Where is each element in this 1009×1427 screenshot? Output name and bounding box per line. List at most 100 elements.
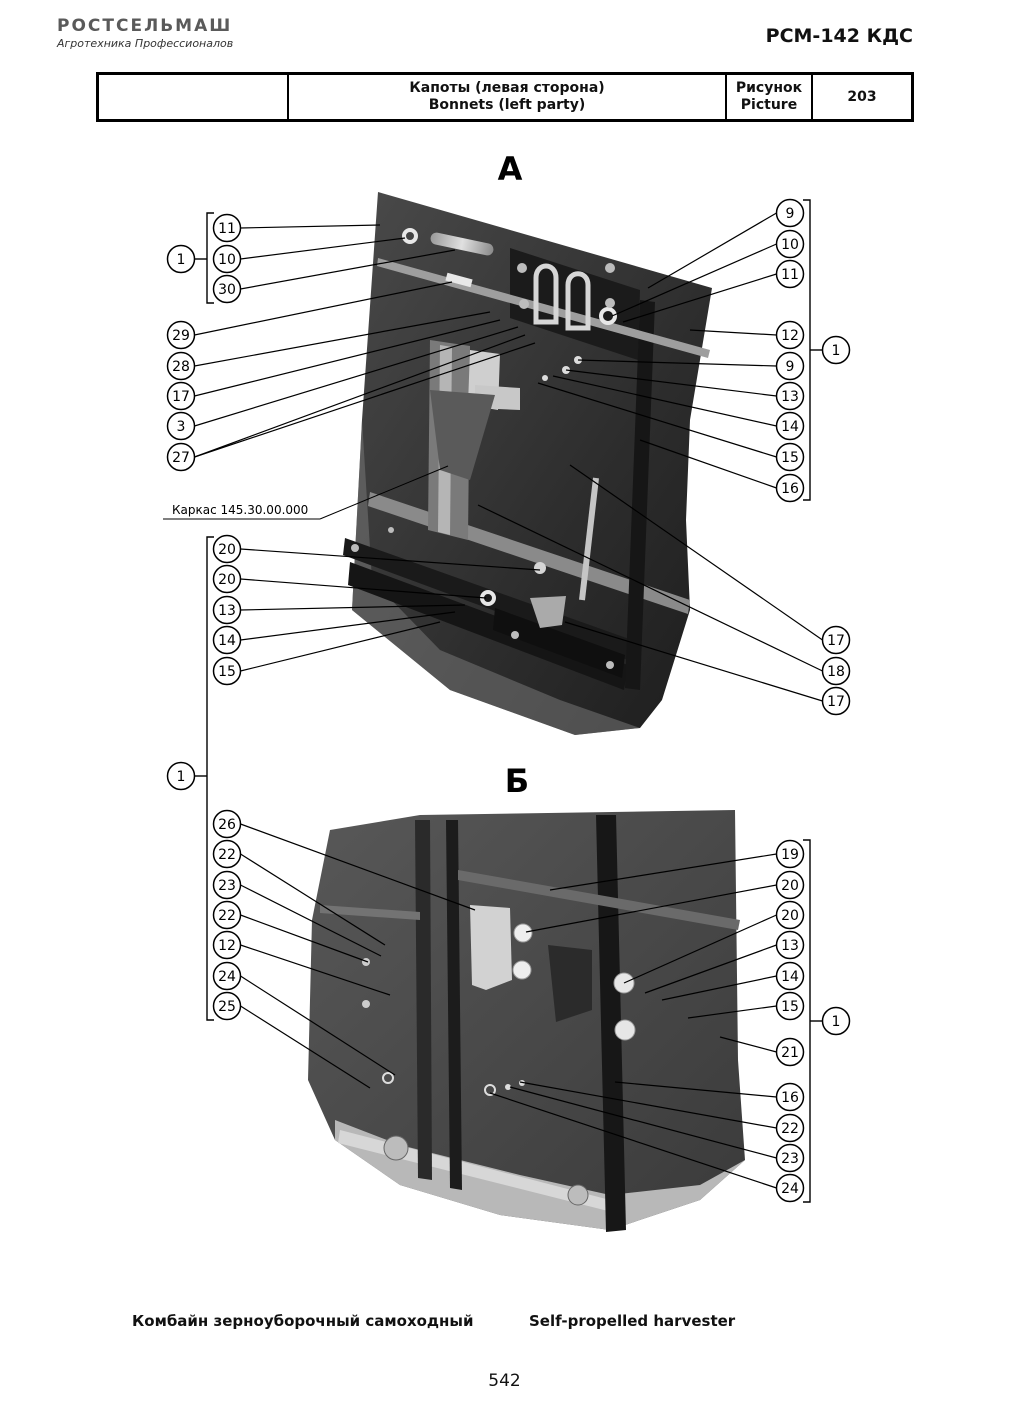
callout-label: 20 xyxy=(218,542,236,558)
footer-ru: Комбайн зерноуборочный самоходный xyxy=(132,1312,474,1330)
callout-label: 11 xyxy=(781,267,799,283)
callout-a-left-low: 13 xyxy=(212,595,242,625)
callout-label: 20 xyxy=(781,878,799,894)
callout-a-left-low: 20 xyxy=(212,564,242,594)
callout-a-left-top: 10 xyxy=(212,244,242,274)
callout-label: 27 xyxy=(172,450,190,466)
callout-label: 16 xyxy=(781,481,799,497)
callout-b-left: 22 xyxy=(212,839,242,869)
title-ru: Капоты (левая сторона) xyxy=(409,80,605,96)
callout-a-left-mid: 29 xyxy=(166,320,196,350)
callout-a-left-top: 11 xyxy=(212,213,242,243)
callout-label: 10 xyxy=(218,252,236,268)
callout-b-left: 23 xyxy=(212,870,242,900)
callout-label: 11 xyxy=(218,221,236,237)
callout-b-left: 24 xyxy=(212,961,242,991)
callout-b-right: 19 xyxy=(775,839,805,869)
figure-label-ru: Рисунок xyxy=(735,80,803,96)
callout-label: 28 xyxy=(172,359,190,375)
callout-label: 20 xyxy=(781,908,799,924)
figure-label-en: Picture xyxy=(740,97,798,113)
callout-b-left: 25 xyxy=(212,991,242,1021)
title-block: Капоты (левая сторона) Bonnets (left par… xyxy=(96,72,914,122)
callout-label: 22 xyxy=(781,1121,799,1137)
callout-label: 12 xyxy=(781,328,799,344)
callout-label: 10 xyxy=(781,237,799,253)
callout-label: 22 xyxy=(218,908,236,924)
callout-b-right: 16 xyxy=(775,1082,805,1112)
callout-label: 13 xyxy=(781,389,799,405)
callout-a-right: 12 xyxy=(775,320,805,350)
callout-b-right: 24 xyxy=(775,1173,805,1203)
brand-block: РОСТСЕЛЬМАШ Агротехника Профессионалов xyxy=(57,16,233,50)
callout-balloons: 1110302928173279101112913141516202013141… xyxy=(166,198,851,1203)
callout-label: 14 xyxy=(781,419,799,435)
callout-label: 26 xyxy=(218,817,236,833)
callout-a-right: 14 xyxy=(775,411,805,441)
callout-label: 1 xyxy=(177,252,186,268)
callout-a-right: 10 xyxy=(775,229,805,259)
callout-a-right: 16 xyxy=(775,473,805,503)
callout-label: 9 xyxy=(786,206,795,222)
view-a-illustration xyxy=(343,192,712,735)
callout-b-right: 23 xyxy=(775,1143,805,1173)
callout-a-right-low: 17 xyxy=(821,625,851,655)
callout-b-left: 12 xyxy=(212,930,242,960)
callout-label: 22 xyxy=(218,847,236,863)
callout-b-left: 22 xyxy=(212,900,242,930)
callout-a-right: 13 xyxy=(775,381,805,411)
callout-label: 17 xyxy=(827,633,845,649)
assembly-callout: 1 xyxy=(821,335,851,365)
callout-label: 15 xyxy=(781,450,799,466)
title-en: Bonnets (left party) xyxy=(428,97,586,113)
callout-label: 20 xyxy=(218,572,236,588)
callout-label: 18 xyxy=(827,664,845,680)
callout-label: 15 xyxy=(781,999,799,1015)
callout-label: 1 xyxy=(177,769,186,785)
footer-en: Self-propelled harvester xyxy=(529,1312,736,1330)
callout-a-left-mid: 17 xyxy=(166,381,196,411)
assembly-callout: 1 xyxy=(166,761,196,791)
callout-b-right: 21 xyxy=(775,1037,805,1067)
view-b-illustration xyxy=(308,810,745,1232)
figure-number: 203 xyxy=(811,72,914,122)
callout-label: 16 xyxy=(781,1090,799,1106)
callout-a-right-low: 17 xyxy=(821,686,851,716)
callout-b-right: 14 xyxy=(775,961,805,991)
callout-a-left-low: 14 xyxy=(212,625,242,655)
callout-label: 23 xyxy=(218,878,236,894)
page-number: 542 xyxy=(488,1371,521,1391)
callout-label: 1 xyxy=(832,1014,841,1030)
brand-logo: РОСТСЕЛЬМАШ xyxy=(57,16,233,36)
callout-b-right: 13 xyxy=(775,930,805,960)
callout-a-left-mid: 28 xyxy=(166,351,196,381)
callout-label: 12 xyxy=(218,938,236,954)
brand-tagline: Агротехника Профессионалов xyxy=(57,37,234,50)
callout-label: 24 xyxy=(781,1181,799,1197)
callout-label: 1 xyxy=(832,343,841,359)
callout-label: 30 xyxy=(218,282,236,298)
callout-a-right: 9 xyxy=(775,351,805,381)
title-cell: Капоты (левая сторона) Bonnets (left par… xyxy=(287,72,727,122)
callout-label: 24 xyxy=(218,969,236,985)
callout-a-right: 9 xyxy=(775,198,805,228)
callout-label: 13 xyxy=(218,603,236,619)
callout-label: 23 xyxy=(781,1151,799,1167)
callout-a-left-top: 30 xyxy=(212,274,242,304)
callout-label: 21 xyxy=(781,1045,799,1061)
callout-label: 14 xyxy=(781,969,799,985)
model-name: РСМ-142 КДС xyxy=(765,25,913,47)
callout-a-right: 15 xyxy=(775,442,805,472)
view-b-title: Б xyxy=(505,762,529,800)
leader-lines xyxy=(194,212,823,1189)
callout-label: 3 xyxy=(177,419,186,435)
callout-label: 29 xyxy=(172,328,190,344)
callout-label: 13 xyxy=(781,938,799,954)
assembly-brackets xyxy=(194,199,822,1203)
callout-b-right: 20 xyxy=(775,870,805,900)
assembly-callout: 1 xyxy=(821,1006,851,1036)
callout-label: 17 xyxy=(827,694,845,710)
figure-label-cell: Рисунок Picture xyxy=(725,72,813,122)
callout-label: 25 xyxy=(218,999,236,1015)
